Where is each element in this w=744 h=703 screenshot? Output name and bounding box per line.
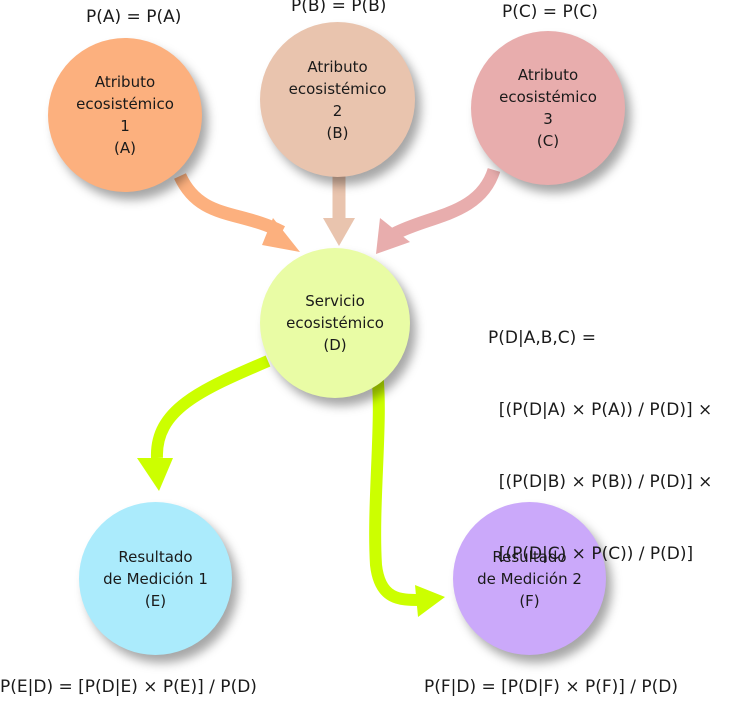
prior-c: P(C) = P(C) [502,2,598,22]
formula-e: P(E|D) = [P(D|E) × P(E)] / P(D) [0,677,257,697]
node-c-line-3: 3 [543,110,553,128]
formula-d-line-2: [(P(D|A) × P(A)) / P(D)] × [488,400,713,420]
node-b-line-2: ecosistémico [288,79,387,98]
node-c-line-1: Atributo [517,66,579,84]
prior-b: P(B) = P(B) [291,0,387,16]
arrowhead-d-to-f [415,585,445,617]
arrow-d-to-f [369,364,421,606]
node-atributo-2: Atributo ecosistémico 2 (B) [260,22,415,177]
arrowhead-c-to-d [376,218,410,254]
node-b-line-3: 2 [332,101,343,120]
node-c-line-2: ecosistémico [499,88,597,106]
formula-f: P(F|D) = [P(D|F) × P(F)] / P(D) [424,677,679,697]
node-a-line-4: (A) [114,139,136,157]
node-resultado-2: Resultado de Medición 2 (F) [453,502,606,655]
node-e-line-2: de Medición 1 [103,569,208,588]
node-a-line-2: ecosistémico [76,95,174,113]
node-b-line-4: (B) [326,123,349,142]
arrowhead-a-to-d [262,218,300,252]
node-resultado-1: Resultado de Medición 1 (E) [79,502,232,655]
node-f-line-2: de Medición 2 [477,569,582,588]
node-e-line-1: Resultado [118,547,193,566]
node-f-line-3: (F) [519,591,540,610]
formula-d-posterior: P(D|A,B,C) = [(P(D|A) × P(A)) / P(D)] × … [488,278,712,590]
node-d-line-1: Servicio [305,292,365,310]
formula-d-line-1: P(D|A,B,C) = [488,328,596,348]
arrow-c-to-d [390,167,501,240]
node-f-line-1: Resultado [492,547,567,566]
node-d-line-2: ecosistémico [286,314,384,332]
arrowhead-b-to-d [323,218,355,246]
node-c-line-4: (C) [536,132,560,150]
node-a-line-3: 1 [120,117,130,135]
node-servicio: Servicio ecosistémico (D) [260,248,410,398]
formula-d-line-3: [(P(D|B) × P(B)) / P(D)] × [488,472,713,492]
arrowhead-d-to-e [137,458,173,491]
node-atributo-1: Atributo ecosistémico 1 (A) [48,38,202,192]
node-b-line-1: Atributo [307,57,368,76]
node-d-line-3: (D) [323,336,347,354]
node-e-line-3: (E) [144,591,167,610]
formula-d-line-4: [(P(D|C) × P(C)) / P(D)] [488,544,694,564]
arrow-d-to-e [150,355,271,459]
arrow-a-to-d [174,173,286,238]
node-a-line-1: Atributo [94,73,156,91]
prior-a: P(A) = P(A) [86,7,182,27]
node-atributo-3: Atributo ecosistémico 3 (C) [471,31,625,185]
